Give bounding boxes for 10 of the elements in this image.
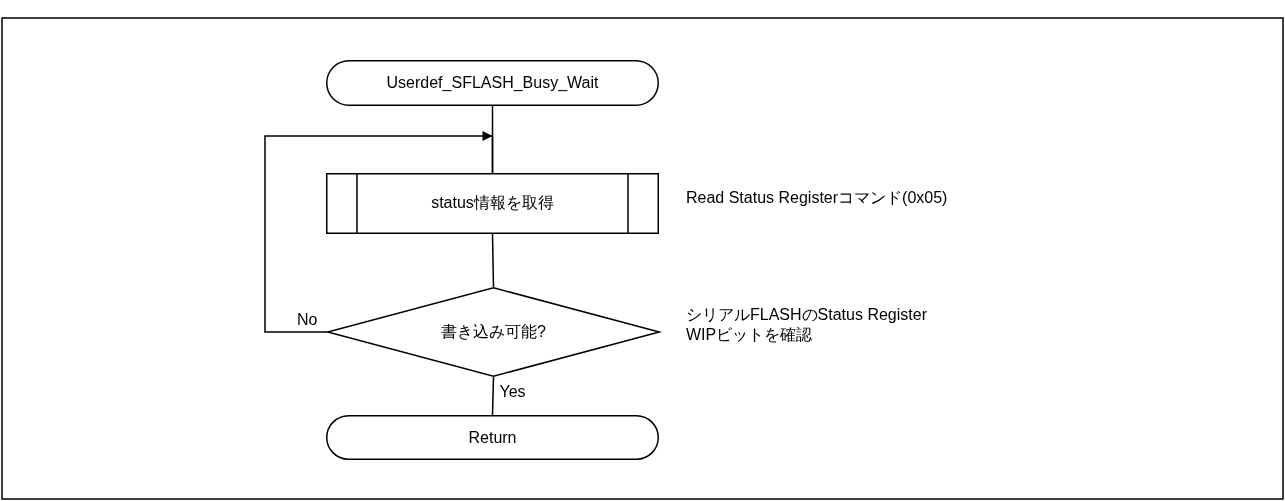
process-text: status情報を取得: [431, 193, 554, 213]
decision-text: 書き込み可能?: [441, 321, 546, 342]
connector-line: [491, 233, 495, 288]
annotation-text: Read Status Registerコマンド(0x05): [686, 188, 948, 208]
connector-line: [264, 131, 494, 333]
terminal-label: Return: [468, 428, 517, 447]
connector-line: [491, 376, 495, 416]
terminal-label: Userdef_SFLASH_Busy_Wait: [386, 74, 599, 92]
annotation-text: WIPビットを確認: [686, 325, 813, 345]
annotation-text: シリアルFLASHのStatus Register: [686, 305, 927, 325]
